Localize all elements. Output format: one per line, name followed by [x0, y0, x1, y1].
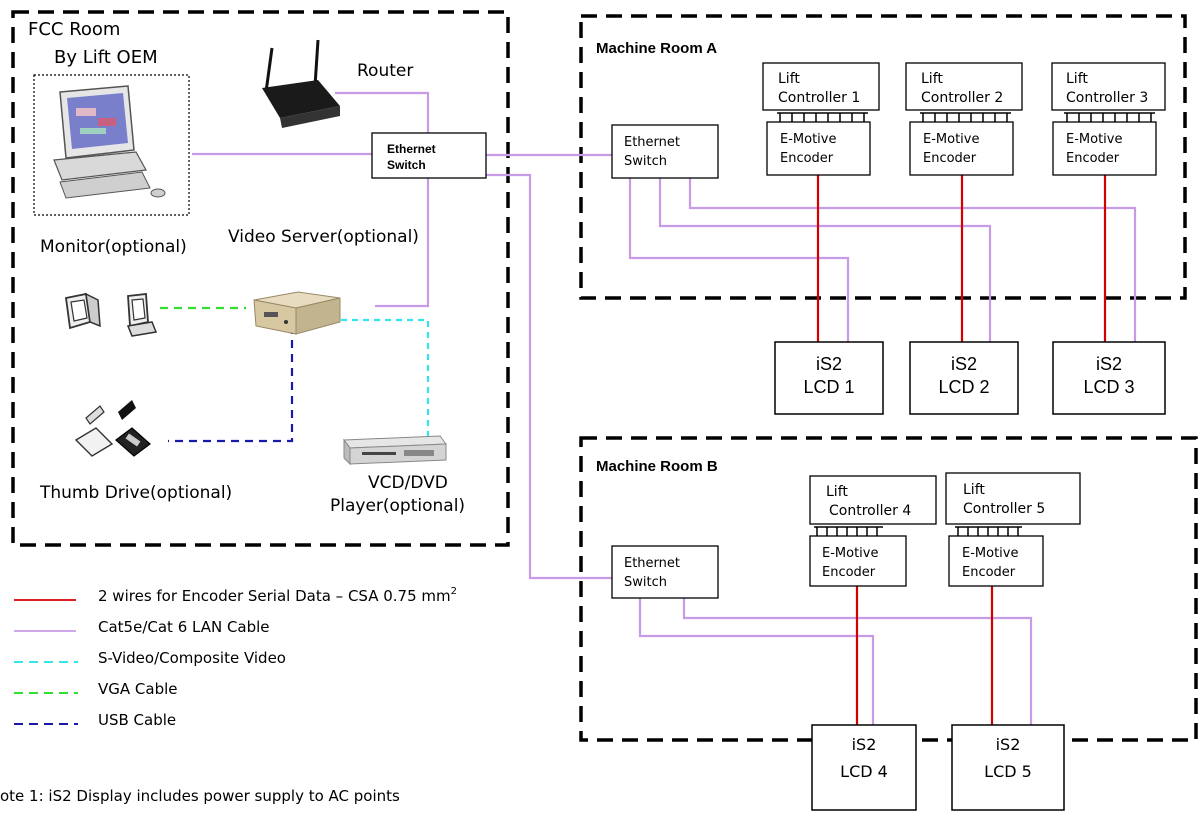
encoder-5: E-Motive Encoder — [948, 535, 1044, 587]
room-b-ethernet-switch — [611, 545, 719, 599]
monitor-icon-2 — [126, 293, 158, 337]
lift-controller-3-line1: Lift — [1066, 71, 1088, 87]
lan-room-b-to-lcd4 — [638, 598, 875, 725]
room-b-switch-line1: Ethernet — [624, 556, 680, 571]
usb-reader-icon — [115, 400, 151, 457]
encoder-4: E-Motive Encoder — [809, 535, 907, 587]
lift-controller-2-line1: Lift — [921, 71, 943, 87]
encoder-1-line2: Encoder — [780, 151, 834, 166]
lift-controller-4-line2: Controller 4 — [829, 503, 911, 519]
player-label-line2: Player(optional) — [330, 496, 465, 516]
lan-router-to-switch — [335, 91, 430, 133]
connector-pins-4 — [814, 526, 883, 536]
lcd-4-line2: LCD 4 — [840, 762, 888, 781]
lift-controller-5-line2: Controller 5 — [963, 501, 1045, 517]
legend-label-lan: Cat5e/Cat 6 LAN Cable — [98, 618, 270, 636]
machine-room-a-boundary — [579, 14, 1187, 300]
lift-controller-1-line2: Controller 1 — [778, 90, 860, 106]
thumb-drive-icon — [74, 405, 114, 457]
lan-switch-to-video-server — [375, 178, 430, 308]
connector-pins-1 — [777, 112, 868, 122]
encoder-2-line1: E-Motive — [923, 132, 979, 147]
router-label: Router — [357, 61, 413, 81]
is2-lcd-5: iS2 LCD 5 — [951, 724, 1065, 811]
workstation-icon — [53, 85, 166, 199]
machine-room-b-boundary — [579, 436, 1198, 742]
lift-controller-5-line1: Lift — [963, 482, 985, 498]
lift-controller-3-line2: Controller 3 — [1066, 90, 1148, 106]
lcd-5-line2: LCD 5 — [984, 762, 1032, 781]
oem-label: By Lift OEM — [54, 47, 158, 68]
lift-controller-2-line2: Controller 2 — [921, 90, 1003, 106]
lift-controller-3: Lift Controller 3 — [1051, 62, 1166, 111]
fcc-switch-label-line2: Switch — [387, 158, 426, 172]
lan-room-a-to-lcd3 — [688, 178, 1137, 342]
is2-lcd-4: iS2 LCD 4 — [811, 724, 917, 811]
encoder-1-line1: E-Motive — [780, 132, 836, 147]
is2-lcd-3: iS2 LCD 3 — [1052, 341, 1166, 415]
video-server-icon — [253, 291, 341, 335]
room-a-switch-line2: Switch — [624, 154, 667, 169]
machine-room-b-title: Machine Room B — [596, 458, 718, 475]
encoder-4-line2: Encoder — [822, 565, 876, 580]
encoder-2: E-Motive Encoder — [909, 121, 1014, 176]
lift-controller-4-line1: Lift — [826, 484, 848, 500]
encoder-5-line2: Encoder — [962, 565, 1016, 580]
room-a-switch-line1: Ethernet — [624, 135, 680, 150]
machine-room-a-title: Machine Room A — [596, 40, 717, 57]
lcd-2-line2: LCD 2 — [938, 377, 989, 397]
monitor-icon-1 — [64, 292, 101, 330]
encoder-wires — [816, 175, 1107, 725]
fcc-room-title: FCC Room — [28, 19, 120, 40]
legend-label-vga: VGA Cable — [98, 680, 178, 698]
connector-pins-5 — [955, 526, 1022, 536]
player-label-line1: VCD/DVD — [368, 473, 448, 493]
encoder-1: E-Motive Encoder — [766, 121, 871, 176]
video-cable — [330, 318, 430, 436]
lcd-3-line1: iS2 — [1096, 354, 1122, 374]
lift-controller-1: Lift Controller 1 — [762, 62, 880, 111]
fcc-switch-label-line1: Ethernet — [387, 142, 436, 156]
encoder-2-line2: Encoder — [923, 151, 977, 166]
lcd-1-line2: LCD 1 — [803, 377, 854, 397]
encoder-5-line1: E-Motive — [962, 546, 1018, 561]
encoder-3: E-Motive Encoder — [1052, 121, 1157, 176]
legend-label-encoder-wire: 2 wires for Encoder Serial Data – CSA 0.… — [98, 586, 457, 605]
lift-controller-2: Lift Controller 2 — [905, 62, 1023, 111]
lan-room-a-to-lcd2 — [658, 178, 992, 342]
lcd-1-line1: iS2 — [816, 354, 842, 374]
legend: 2 wires for Encoder Serial Data – CSA 0.… — [14, 586, 457, 729]
is2-lcd-1: iS2 LCD 1 — [774, 341, 884, 415]
lcd-3-line2: LCD 3 — [1083, 377, 1134, 397]
lan-room-a-to-lcd1 — [628, 178, 850, 342]
usb-cable — [168, 312, 294, 443]
thumb-drive-label: Thumb Drive(optional) — [39, 483, 232, 503]
lcd-5-line1: iS2 — [996, 735, 1021, 754]
lift-controller-1-line1: Lift — [778, 71, 800, 87]
encoder-3-line2: Encoder — [1066, 151, 1120, 166]
connector-pins-2 — [920, 112, 1011, 122]
room-a-ethernet-switch — [611, 124, 719, 179]
fcc-ethernet-switch — [371, 132, 487, 179]
lift-controller-5: Lift Controller 5 — [945, 472, 1081, 525]
encoder-3-line1: E-Motive — [1066, 132, 1122, 147]
encoder-4-line1: E-Motive — [822, 546, 878, 561]
connector-pins-3 — [1064, 112, 1155, 122]
fcc-room-boundary — [11, 10, 510, 547]
is2-lcd-2: iS2 LCD 2 — [909, 341, 1019, 415]
video-server-label: Video Server(optional) — [228, 227, 419, 247]
lcd-4-line1: iS2 — [852, 735, 877, 754]
legend-label-usb: USB Cable — [98, 711, 176, 729]
note-text: ote 1: iS2 Display includes power supply… — [0, 787, 400, 805]
lift-controller-4: Lift Controller 4 — [809, 475, 937, 525]
dvd-player-icon — [343, 435, 447, 466]
room-b-switch-line2: Switch — [624, 575, 667, 590]
monitor-label: Monitor(optional) — [40, 237, 187, 257]
legend-label-video: S-Video/Composite Video — [98, 649, 286, 667]
lan-switch-to-room-b — [486, 173, 612, 580]
router-icon — [262, 39, 340, 128]
lcd-2-line1: iS2 — [951, 354, 977, 374]
workstation-frame — [33, 74, 190, 216]
